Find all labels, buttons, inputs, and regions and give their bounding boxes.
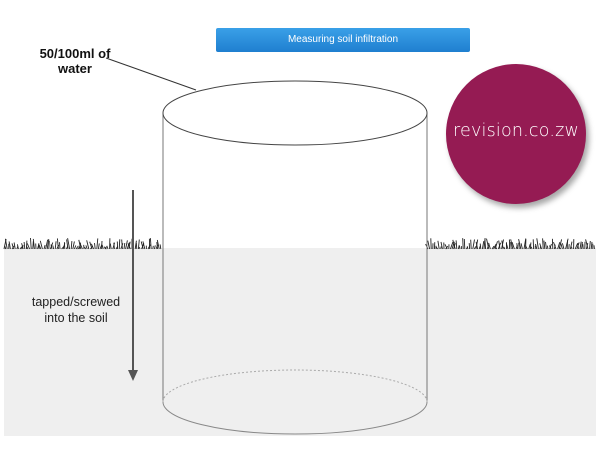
soil-label: tapped/screwed into the soil: [20, 294, 132, 326]
water-leader-line: [105, 57, 197, 91]
soil-region: [4, 248, 596, 436]
watermark-text: revision.co.zw: [452, 121, 580, 141]
cylinder-bottom-front: [162, 401, 428, 435]
depth-arrow: [128, 190, 138, 381]
infiltrometer-cylinder: [162, 80, 428, 435]
water-label-line2: water: [58, 61, 92, 76]
soil-label-line2: into the soil: [44, 311, 108, 325]
grass-right: [425, 238, 595, 250]
grass-left: [3, 237, 162, 250]
water-label: 50/100ml of water: [20, 46, 130, 76]
title-banner: Measuring soil infiltration: [216, 28, 470, 52]
water-label-line1: 50/100ml of: [39, 46, 111, 61]
watermark-badge: revision.co.zw: [446, 64, 586, 204]
soil-label-line1: tapped/screwed: [31, 295, 121, 309]
cylinder-top-ellipse: [162, 80, 428, 146]
cylinder-bottom-back: [162, 369, 428, 403]
